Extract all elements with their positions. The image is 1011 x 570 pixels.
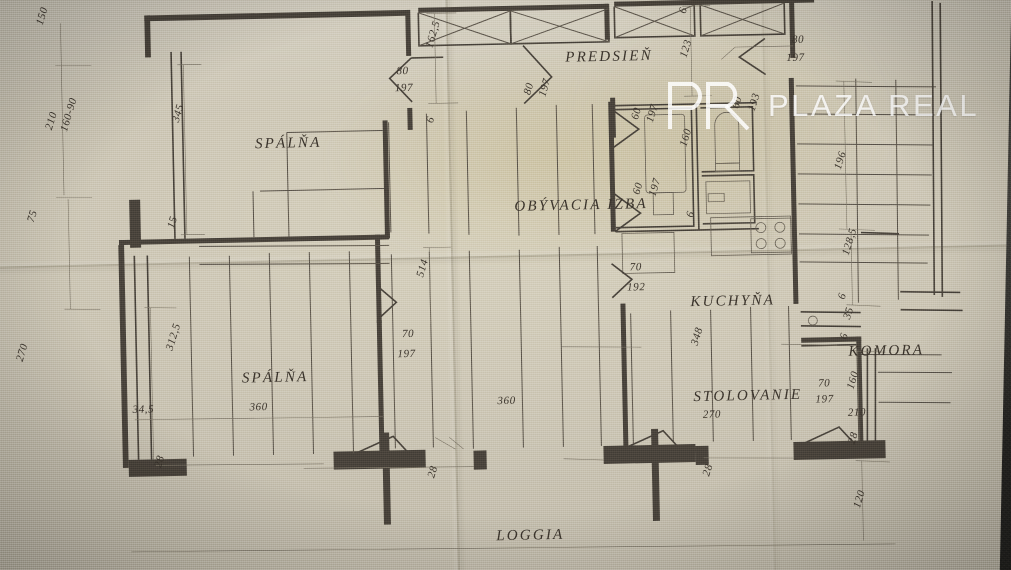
dimension-label-d-15: 15 [165,215,180,230]
room-labels: SPÁLŇA PREDSIEŇ OBÝVACIA IZBA KUCHYŇA KO… [242,47,925,544]
dimension-label-d-360a: 360 [248,401,268,413]
dimension-label-d-35: 35 [841,306,856,322]
room-label-obyvacia-izba: OBÝVACIA IZBA [514,195,648,215]
dimension-label-d-60a: 60 [629,106,644,121]
dimension-label-d-70a: 70 [402,328,414,340]
dimension-label-d-197d: 197 [644,103,661,124]
room-label-komora: KOMORA [847,342,924,360]
room-label-stolovanie: STOLOVANIE [693,387,802,405]
room-label-loggia: LOGGIA [495,527,565,544]
dimension-label-d-160-90: 160-90 [58,96,80,133]
dimension-label-d-192: 192 [627,281,646,293]
dimension-label-d-197a: 197 [395,82,414,94]
dimension-label-d-348: 348 [688,326,705,348]
dimension-label-d-6e: 6 [838,331,851,340]
dimension-label-d-80a: 80 [396,65,408,77]
dimension-label-d-197f: 197 [397,348,416,360]
dimension-label-d-28d: 28 [846,430,861,445]
dimension-label-d-80b: 80 [521,81,536,96]
dimension-label-d-196: 196 [832,150,849,171]
dimension-label-d-75: 75 [25,209,40,224]
dimension-label-d-160a: 160 [678,127,695,148]
room-label-spalna-bottom: SPÁLŇA [242,368,309,386]
dimension-label-d-345: 345 [170,103,187,125]
dimension-label-d-60b: 60 [631,181,646,196]
room-label-predsien: PREDSIEŇ [564,47,653,66]
dimension-label-d-80c: 80 [792,34,804,46]
dimension-label-d-6b: 6 [677,6,690,15]
dimension-label-d-197b: 197 [536,77,553,98]
dimension-label-d-70b: 70 [630,261,642,273]
dimension-label-d-28b: 28 [425,464,440,479]
dimension-label-d-6a: 6 [424,115,437,124]
dimension-label-d-197g: 197 [815,393,834,405]
dimension-label-d-6c: 6 [684,210,697,219]
dimension-label-d-120: 120 [851,488,868,509]
dimension-label-d-28a: 28 [152,454,167,469]
dimension-label-d-197e: 197 [647,177,664,198]
dimension-label-d-193: 193 [746,92,763,113]
dimension-label-d-70c: 70 [818,377,830,389]
room-label-kuchyna: KUCHYŇA [689,291,775,310]
dimension-label-d-150: 150 [34,5,51,26]
dimension-label-d-345b: 34,5 [131,403,154,415]
dimension-label-d-270b: 270 [703,409,722,421]
dimension-label-d-270: 270 [14,342,31,363]
dimension-label-d-514: 514 [414,258,431,279]
dimension-label-d-28c: 28 [700,462,715,477]
dimension-label-d-197c: 197 [786,52,805,64]
dimension-label-d-210b: 210 [848,406,867,418]
dimension-label-d-210: 210 [43,110,60,131]
dimension-label-d-3125: 312,5 [163,322,183,353]
dimension-label-d-6d: 6 [836,291,849,300]
dimension-label-d-123: 123 [678,38,695,59]
dimension-label-d-360b: 360 [496,395,516,407]
dimension-label-d-1285: 128,5 [840,227,860,257]
dimension-label-d-160b: 160 [845,370,862,391]
room-label-spalna-top: SPÁLŇA [255,134,322,152]
